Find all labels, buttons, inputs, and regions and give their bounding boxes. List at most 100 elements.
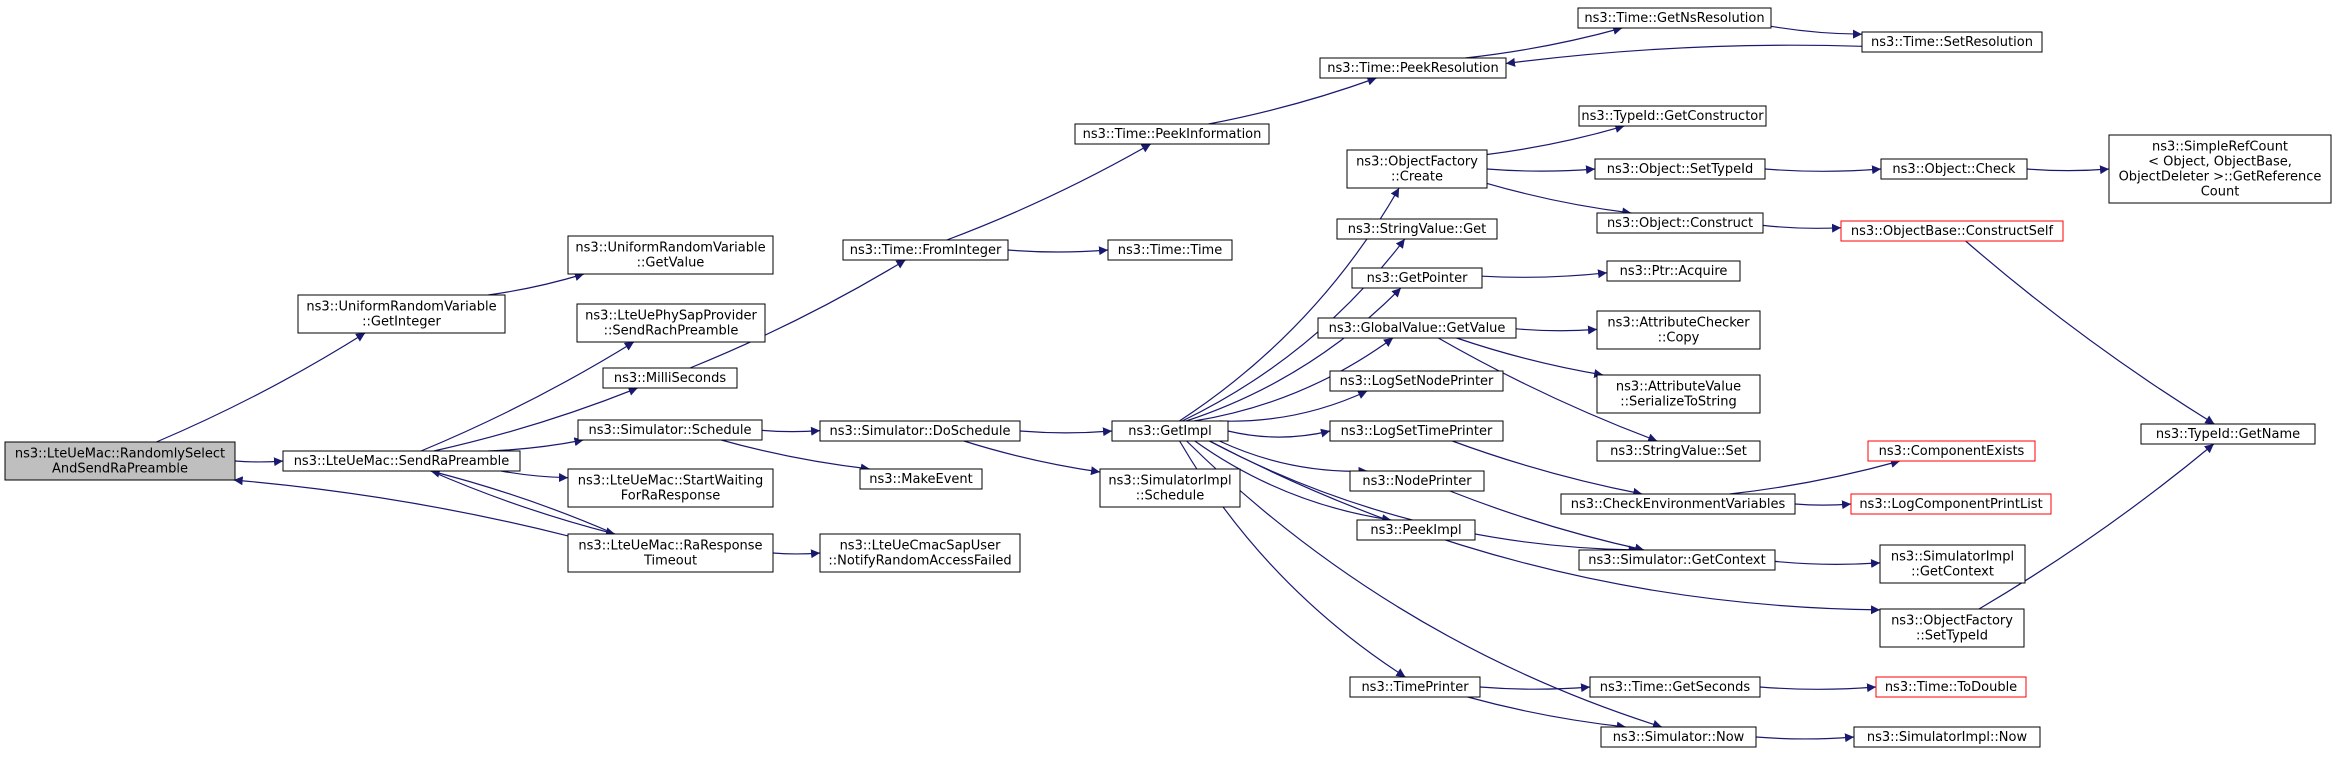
node-box [1099,468,1241,508]
node-simplerefcount[interactable]: ns3::SimpleRefCount< Object, ObjectBase,… [2108,134,2332,204]
node-label: ns3::CheckEnvironmentVariables [1571,497,1786,512]
node-typeid-getname[interactable]: ns3::TypeId::GetName [2140,423,2316,445]
node-objfactory-settypeid[interactable]: ns3::ObjectFactory::SetTypeId [1879,608,2025,648]
node-root[interactable]: ns3::LteUeMac::RandomlySelectAndSendRaPr… [4,441,236,481]
node-label: ns3::ObjectBase::ConstructSelf [1851,224,2054,239]
node-box [1879,544,2026,584]
node-label: ns3::Time::GetNsResolution [1584,11,1764,26]
node-object-check[interactable]: ns3::Object::Check [1880,158,2028,180]
node-globalvalue-getvalue[interactable]: ns3::GlobalValue::GetValue [1317,317,1517,339]
node-sendrapreamble[interactable]: ns3::LteUeMac::SendRaPreamble [282,450,521,472]
node-label: ns3::AttributeChecker [1607,316,1750,331]
node-componentexists[interactable]: ns3::ComponentExists [1867,440,2036,462]
node-simimpl-schedule[interactable]: ns3::SimulatorImpl::Schedule [1099,468,1241,508]
node-peekimpl[interactable]: ns3::PeekImpl [1356,519,1476,541]
edge-globalvalue_getvalue-to-attrchecker_copy [1515,325,1598,335]
node-stringvalue-get[interactable]: ns3::StringValue::Get [1336,218,1498,240]
node-uniform-getvalue[interactable]: ns3::UniformRandomVariable::GetValue [567,235,774,275]
node-phy-sendrach[interactable]: ns3::LteUePhySapProvider::SendRachPreamb… [576,303,766,343]
node-box [1596,310,1761,350]
node-label: ::SetTypeId [1916,629,1988,644]
node-milliseconds[interactable]: ns3::MilliSeconds [602,367,738,389]
edge-sendrapreamble-to-milliseconds [433,387,638,452]
node-logsetnodeprinter[interactable]: ns3::LogSetNodePrinter [1329,370,1504,392]
node-label: ns3::Object::SetTypeId [1607,162,1753,177]
node-label: ns3::Time::SetResolution [1871,35,2033,50]
node-box [819,420,1021,442]
node-label: Timeout [643,554,697,569]
node-sim-now[interactable]: ns3::Simulator::Now [1600,726,1757,748]
node-label: ns3::LogSetNodePrinter [1340,374,1494,389]
node-box [567,235,774,275]
node-label: ns3::Object::Check [1892,162,2016,177]
node-label: ns3::NodePrinter [1362,474,1472,489]
node-label: ns3::MakeEvent [869,472,973,487]
node-checkenv[interactable]: ns3::CheckEnvironmentVariables [1560,493,1796,515]
node-box [1356,519,1476,541]
node-objfactory-create[interactable]: ns3::ObjectFactory::Create [1346,149,1488,189]
edge-time_frominteger-to-time_time [1007,246,1109,256]
node-time-getseconds[interactable]: ns3::Time::GetSeconds [1589,676,1761,698]
node-nodeprinter[interactable]: ns3::NodePrinter [1349,470,1485,492]
node-label: ns3::SimulatorImpl [1891,550,2014,565]
node-stringvalue-set[interactable]: ns3::StringValue::Set [1596,440,1761,462]
node-label: ns3::MilliSeconds [614,371,727,386]
node-time-todouble[interactable]: ns3::Time::ToDouble [1875,676,2027,698]
node-sim-doschedule[interactable]: ns3::Simulator::DoSchedule [819,420,1021,442]
node-object-construct[interactable]: ns3::Object::Construct [1596,212,1764,234]
node-attrvalue-serialize[interactable]: ns3::AttributeValue::SerializeToString [1596,374,1761,414]
edge-raresponse-to-root [233,476,569,537]
edge-time_peekinfo-to-time_peekres [1208,76,1377,125]
node-object-settypeid[interactable]: ns3::Object::SetTypeId [1594,158,1766,180]
node-time-time[interactable]: ns3::Time::Time [1107,239,1233,261]
node-time-peekres[interactable]: ns3::Time::PeekResolution [1319,57,1507,79]
node-label: ns3::Ptr::Acquire [1620,264,1728,279]
edge-uniform_getinteger-to-uniform_getvalue [488,272,585,296]
edge-getimpl-to-objfactory_settypeid [1209,440,1881,615]
node-uniform-getinteger[interactable]: ns3::UniformRandomVariable::GetInteger [297,294,506,334]
edge-logsettimeprinter-to-checkenv [1452,440,1643,497]
edge-objfactory_settypeid-to-typeid_getname [1978,443,2215,610]
node-label: ns3::Time::PeekInformation [1083,127,1262,142]
node-label: ::GetInteger [362,315,441,330]
node-timeprinter[interactable]: ns3::TimePrinter [1349,676,1481,698]
edge-timeprinter-to-sim_now [1467,696,1626,731]
node-label: ns3::SimulatorImpl::Now [1867,730,2028,745]
node-simimpl-now[interactable]: ns3::SimulatorImpl::Now [1853,726,2041,748]
node-ptr-acquire[interactable]: ns3::Ptr::Acquire [1606,260,1741,282]
node-objectbase-constructself[interactable]: ns3::ObjectBase::ConstructSelf [1840,220,2064,242]
node-notifyrandom[interactable]: ns3::LteUeCmacSapUser::NotifyRandomAcces… [819,533,1021,573]
node-time-getnsres[interactable]: ns3::Time::GetNsResolution [1577,7,1772,29]
node-time-setres[interactable]: ns3::Time::SetResolution [1861,31,2043,53]
edge-objfactory_create-to-object_settypeid [1486,165,1596,175]
edge-getimpl-to-globalvalue_getvalue [1193,337,1394,422]
node-sim-schedule[interactable]: ns3::Simulator::Schedule [577,419,763,441]
node-box [2140,423,2316,445]
node-box [1349,676,1481,698]
edge-root-to-uniform_getinteger [156,332,366,443]
edge-getimpl-to-nodeprinter [1219,440,1368,476]
node-label: ::Create [1391,170,1443,185]
node-simimpl-getcontext[interactable]: ns3::SimulatorImpl::GetContext [1879,544,2026,584]
node-label: ObjectDeleter >::GetReference [2119,170,2322,185]
edge-getimpl-to-logsettimeprinter [1227,428,1331,438]
node-box [1880,158,2028,180]
node-logsettimeprinter[interactable]: ns3::LogSetTimePrinter [1329,420,1504,442]
node-typeid-getconstructor[interactable]: ns3::TypeId::GetConstructor [1578,105,1767,127]
node-makeevent[interactable]: ns3::MakeEvent [859,468,983,490]
node-label: ns3::GetImpl [1128,424,1212,439]
node-getimpl[interactable]: ns3::GetImpl [1111,420,1229,442]
edge-objectbase_constructself-to-typeid_getname [1965,240,2215,425]
node-getpointer[interactable]: ns3::GetPointer [1351,267,1483,289]
node-time-peekinfo[interactable]: ns3::Time::PeekInformation [1074,123,1270,145]
node-attrchecker-copy[interactable]: ns3::AttributeChecker::Copy [1596,310,1761,350]
node-label: ns3::LteUeCmacSapUser [840,539,1002,554]
node-sim-getcontext[interactable]: ns3::Simulator::GetContext [1578,549,1776,571]
node-label: ns3::TypeId::GetName [2156,427,2300,442]
node-time-frominteger[interactable]: ns3::Time::FromInteger [842,239,1009,261]
edge-sim_doschedule-to-getimpl [1019,427,1113,437]
node-logcomponentprintlist[interactable]: ns3::LogComponentPrintList [1850,493,2052,515]
